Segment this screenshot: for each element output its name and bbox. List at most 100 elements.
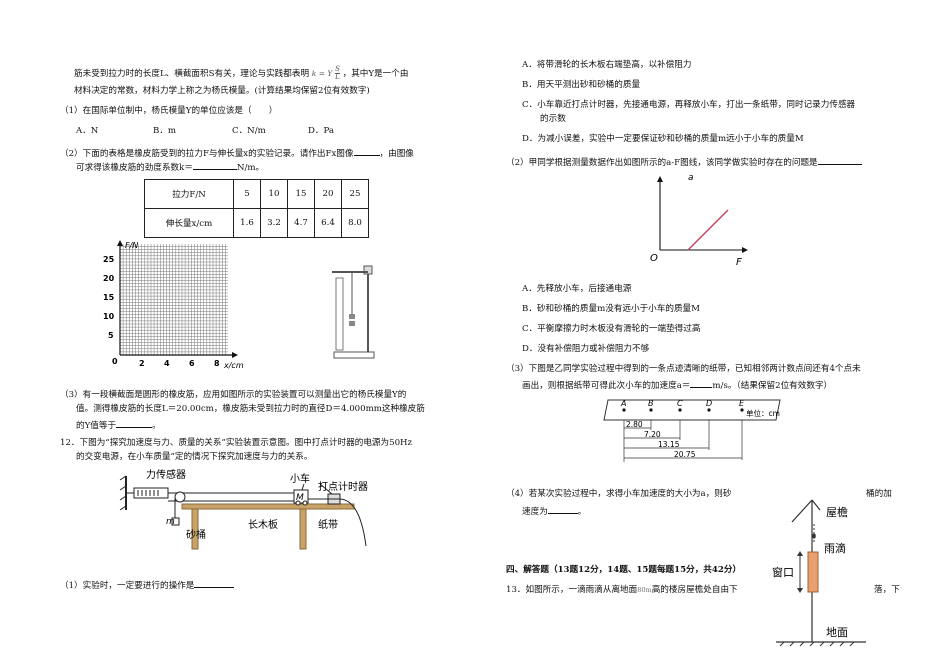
label-M: M	[296, 493, 304, 503]
label-m: m	[166, 517, 175, 527]
roof-line	[791, 499, 813, 523]
tape-point	[740, 408, 744, 412]
q12-line2: 的交变电源，在小车质量”定的情况下探究加速度与力的关系。	[76, 452, 313, 462]
label-timer: 打点计时器	[318, 480, 368, 493]
tape-point	[649, 408, 653, 412]
option-b: B．用天平测出砂和砂桶的质量	[522, 80, 641, 90]
stand-apparatus	[332, 265, 375, 359]
grid-y-tick: 20	[103, 274, 115, 283]
q1-option-d: D．Pa	[308, 126, 335, 136]
ground-hatch	[809, 641, 815, 647]
ground-hatch	[829, 641, 835, 647]
grid-y-tick: 5	[108, 331, 114, 340]
q2-line1-b: ，由图像	[379, 149, 414, 159]
wall-hatch	[119, 485, 127, 491]
table-leg	[191, 508, 199, 550]
q2-blank-graph	[353, 146, 380, 156]
q13-line: 13．如图所示，一滴雨滴从离地面80m高的楼房屋檐处自由下	[506, 585, 738, 596]
grid-x-tick: 4	[164, 359, 170, 368]
q4r-line2: 速度为。	[522, 504, 586, 518]
opt2-b: B．砂和砂桶的质量m没有远小于小车的质量M	[522, 304, 700, 314]
tape-strip	[603, 399, 781, 421]
intro-formula-fraction: S L	[335, 66, 340, 81]
label-board: 长木板	[248, 518, 278, 531]
stand-clamp	[363, 265, 373, 275]
ground-hatch	[819, 641, 825, 647]
section-heading: 四、解答题（13题12分，14题、15题每题15分，共42分）	[506, 565, 742, 575]
label-cart: 小车	[290, 472, 310, 485]
formula-numerator: S	[335, 65, 340, 74]
q3-line3-b: 。	[152, 421, 161, 431]
q4r-blank	[547, 504, 578, 514]
grid-x-tick: 8	[214, 359, 220, 368]
q3-line1: （3）有一段横截面是圆形的橡皮筋，应用如图所示的实验装置可以测量出它的杨氏模量Y…	[60, 390, 407, 400]
intro-line2: 材料决定的常数，材料力学上称之为杨氏模量。(计算结果均保留2位有效数字)	[74, 86, 370, 96]
cart-wheel	[295, 500, 301, 506]
label-tape: 纸带	[318, 518, 338, 531]
table-cell: 20	[314, 179, 342, 209]
wall-hatch	[119, 475, 127, 481]
opt2-a: A．先释放小车，后接通电源	[522, 284, 632, 294]
q3-line2: 值。测得橡皮筋的长度L＝20.00cm，橡皮筋未受到拉力时的直径D＝4.000m…	[76, 404, 425, 414]
weight	[349, 321, 355, 326]
house-diagram: 屋檐 雨滴 窗口 地面	[772, 499, 866, 647]
q2-line2-b: N/m。	[236, 163, 265, 173]
option-c-cont: 的示数	[540, 114, 566, 124]
roof-line	[811, 499, 821, 511]
tape-dist: 20.75	[674, 450, 696, 459]
af-line	[687, 209, 729, 251]
tape-unit: 单位：cm	[746, 408, 780, 418]
label-line	[319, 483, 333, 495]
tape-label: D	[706, 399, 712, 408]
table-cell: 25	[341, 179, 369, 209]
label-ground: 地面	[826, 626, 848, 639]
q2r-text: （2）甲同学根据测量数据作出如图所示的a-F图线，该同学做实验时存在的问题是	[506, 155, 862, 169]
experiment-apparatus: 力传感器 小车 打点计时器 m M 砂桶 长木板 纸带	[119, 468, 368, 550]
q3r-line1: （3）下图是乙同学实验过程中得到的一条点迹清晰的纸带，已知相邻两计数点间还有4个…	[506, 364, 861, 374]
q3r-blank	[690, 378, 713, 388]
opt2-c: C．平衡摩擦力时木板没有滑轮的一端垫得过高	[522, 324, 701, 334]
cart-wheel	[302, 500, 308, 506]
paper-tape	[308, 498, 367, 547]
paper-tape-diagram: A B C D E 单位：cm 2.80 7.20 13.15 20.75	[603, 399, 781, 462]
grid-x-tick: 6	[189, 359, 195, 368]
wall-hatch	[119, 495, 127, 501]
wall-hatch	[119, 505, 127, 511]
q13-b: 高的楼房屋檐处自由下	[651, 585, 738, 595]
q1-option-b: B．m	[153, 126, 177, 136]
af-y-label: a	[688, 173, 694, 183]
q2r-text-a: （2）甲同学根据测量数据作出如图所示的a-F图线，该同学做实验时存在的问题是	[506, 158, 818, 168]
stand-base	[333, 351, 375, 359]
q2-line1-a: （2）下面的表格是橡皮筋受到的拉力F与伸长量x的实验记录。请作出Fx图像	[60, 149, 354, 159]
table-cell: 10	[260, 179, 288, 209]
grid-y-tick: 15	[103, 293, 115, 302]
intro-formula-lhs: k = Y	[311, 69, 333, 78]
tape-dist: 7.20	[644, 430, 661, 439]
y-axis-arrow-icon	[117, 240, 123, 246]
opt2-d: D．没有补偿阻力或补偿阻力不够	[522, 344, 650, 354]
cell-text: 拉力F/N	[172, 190, 206, 200]
intro-line1: 筋未受到拉力时的长度L、横截面积S有关，理论与实践都表明 k = Y S L ，…	[74, 66, 408, 81]
window-dim-arrow-icon	[797, 551, 803, 556]
table-cell: 6.4	[314, 208, 342, 238]
force-sensor	[133, 487, 169, 499]
x-axis-arrow-icon	[232, 352, 238, 358]
table-cell: 4.7	[287, 208, 315, 238]
pulley	[174, 491, 186, 503]
label-window: 窗口	[772, 565, 794, 579]
raindrop-icon	[812, 533, 816, 539]
table-cell: 1.6	[233, 208, 261, 238]
grid-y-tick: 25	[103, 255, 115, 264]
table-row: 伸长量x/cm 1.6 3.2 4.7 6.4 8.0	[144, 208, 369, 238]
table-cell: 8.0	[341, 208, 369, 238]
option-d: D．为减小误差，实验中一定要保证砂和砂桶的质量m远小于小车的质量M	[522, 134, 804, 144]
q3-blank-y	[116, 418, 153, 428]
q4r-line2-b: 。	[577, 507, 587, 517]
af-x-label: F	[736, 257, 742, 268]
window-dim-arrow-icon	[797, 588, 803, 593]
af-x-arrow-icon	[742, 247, 748, 253]
ground-hatch	[779, 641, 785, 647]
grid-origin: 0	[112, 357, 118, 366]
ground-hatch	[839, 641, 845, 647]
q13-tail: 落，下	[874, 585, 900, 595]
